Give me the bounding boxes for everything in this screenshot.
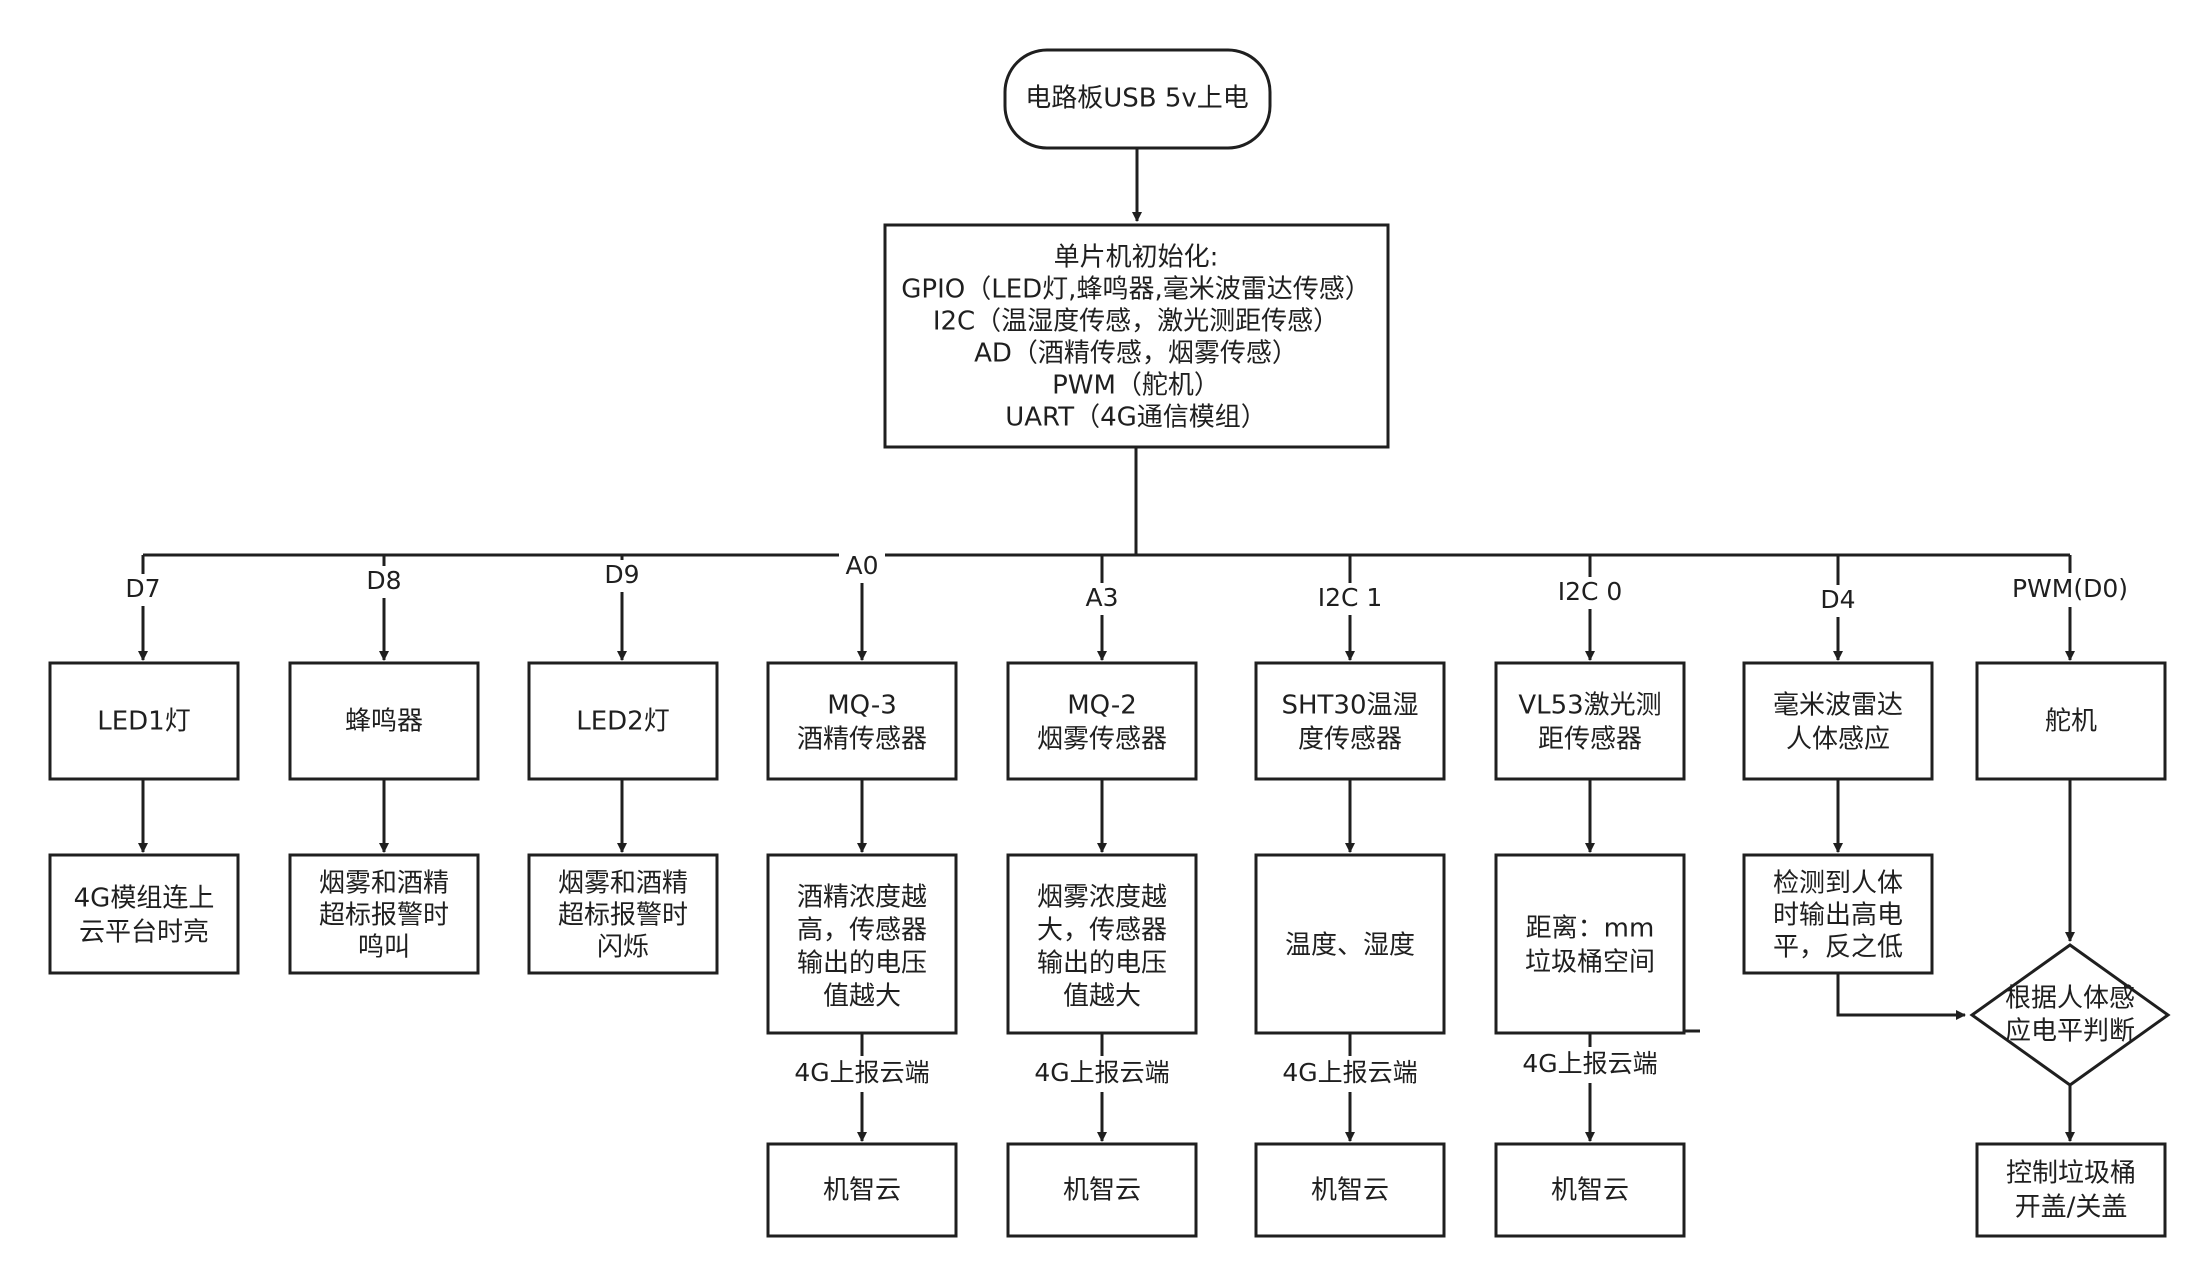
result-line: 4G模组连上 [74, 884, 215, 914]
result-line: 距离：mm [1526, 914, 1655, 944]
report-label: 4G上报云端 [794, 1058, 929, 1087]
cloud-box [1006, 1142, 1198, 1238]
pin-label: D7 [125, 574, 160, 603]
branch-i2c-0: I2C 0 VL53激光测 距传感器 距离：mm 垃圾桶空间 4G上报云端 机智… [1494, 555, 1700, 1238]
result-to-decision-arrow [1836, 973, 1966, 1020]
device-label: LED1灯 [97, 707, 190, 737]
result-line: 烟雾和酒精 [319, 869, 449, 899]
cloud-box [1494, 1142, 1686, 1238]
pin-label: D9 [604, 560, 639, 589]
result-box [48, 853, 240, 975]
result-line: 温度、湿度 [1285, 931, 1415, 961]
cloud-label: 机智云 [1551, 1176, 1629, 1206]
result-line: 检测到人体 [1773, 869, 1903, 899]
result-line: 酒精浓度越 [797, 883, 927, 913]
result-line: 烟雾和酒精 [558, 869, 688, 899]
result-line: 时输出高电 [1773, 901, 1903, 931]
init-node [883, 223, 1390, 449]
cloud-box [766, 1142, 958, 1238]
device-label: 酒精传感器 [797, 725, 927, 755]
result-line: 云平台时亮 [79, 918, 209, 948]
init-line: PWM（舵机） [1052, 371, 1220, 401]
init-line: I2C（温湿度传感，激光测距传感） [933, 307, 1339, 337]
device-label: 人体感应 [1786, 725, 1890, 755]
report-label: 4G上报云端 [1282, 1058, 1417, 1087]
report-label: 4G上报云端 [1034, 1058, 1169, 1087]
result-line: 输出的电压 [1037, 949, 1167, 979]
branch-pwm-d0: PWM(D0) 舵机 根据人体感 应电平判断 控制垃圾桶 开盖/关盖 [1969, 555, 2171, 1238]
device-box [766, 661, 958, 781]
device-label: 毫米波雷达 [1773, 691, 1903, 721]
final-line: 开盖/关盖 [2015, 1193, 2128, 1223]
device-box [1006, 661, 1198, 781]
result-line: 超标报警时 [319, 901, 449, 931]
result-line: 值越大 [823, 982, 901, 1012]
device-box [1975, 661, 2167, 781]
pin-label: PWM(D0) [2012, 574, 2128, 603]
final-box [1975, 1142, 2167, 1238]
result-line: 输出的电压 [797, 949, 927, 979]
device-label: SHT30温湿 [1281, 691, 1418, 721]
device-box [1742, 661, 1934, 781]
result-box [1742, 853, 1934, 975]
pin-label: D4 [1820, 585, 1855, 614]
pin-label: A0 [845, 551, 878, 580]
branch-d4: D4 毫米波雷达 人体感应 检测到人体 时输出高电 平，反之低 [1742, 555, 1966, 1020]
branch-i2c-1: I2C 1 SHT30温湿 度传感器 温度、湿度 4G上报云端 机智云 [1254, 555, 1446, 1238]
result-line: 闪烁 [597, 933, 649, 963]
pin-label: I2C 0 [1558, 577, 1623, 606]
final-line: 控制垃圾桶 [2006, 1159, 2136, 1189]
report-label: 4G上报云端 [1522, 1049, 1657, 1078]
branch-d9: D9 LED2灯 烟雾和酒精 超标报警时 闪烁 [527, 555, 719, 975]
device-box [1254, 661, 1446, 781]
result-box [288, 853, 480, 975]
branch-d8: D8 蜂鸣器 烟雾和酒精 超标报警时 鸣叫 [288, 555, 480, 975]
cloud-label: 机智云 [1311, 1176, 1389, 1206]
device-label: MQ-2 [1067, 691, 1137, 721]
init-line: 单片机初始化: [1054, 243, 1219, 273]
result-line: 垃圾桶空间 [1525, 948, 1655, 978]
pin-label: I2C 1 [1318, 583, 1383, 612]
result-box [527, 853, 719, 975]
pin-label: A3 [1085, 583, 1118, 612]
device-box [1494, 661, 1686, 781]
device-label: MQ-3 [827, 691, 897, 721]
start-node-label: 电路板USB 5v上电 [1025, 84, 1249, 114]
init-line: UART（4G通信模组） [1005, 403, 1267, 433]
result-box [1494, 853, 1686, 1035]
device-label: LED2灯 [576, 707, 669, 737]
decision-diamond [1969, 943, 2171, 1087]
result-line: 烟雾浓度越 [1037, 883, 1167, 913]
device-label: 烟雾传感器 [1037, 725, 1167, 755]
result-line: 高，传感器 [797, 916, 927, 946]
result-line: 值越大 [1063, 982, 1141, 1012]
device-box [527, 661, 719, 781]
branch-d7: D7 LED1灯 4G模组连上 云平台时亮 [48, 555, 240, 975]
device-label: 舵机 [2045, 707, 2097, 737]
result-line: 鸣叫 [358, 933, 410, 963]
result-line: 超标报警时 [558, 901, 688, 931]
branch-a0: A0 MQ-3 酒精传感器 酒精浓度越 高，传感器 输出的电压 值越大 4G上报… [766, 551, 958, 1238]
device-label: VL53激光测 [1518, 691, 1661, 721]
cloud-box [1254, 1142, 1446, 1238]
result-line: 平，反之低 [1773, 933, 1903, 963]
device-label: 蜂鸣器 [345, 707, 423, 737]
device-label: 距传感器 [1538, 725, 1642, 755]
cloud-label: 机智云 [1063, 1176, 1141, 1206]
device-label: 度传感器 [1298, 725, 1402, 755]
init-line: GPIO（LED灯,蜂鸣器,毫米波雷达传感） [901, 275, 1370, 305]
init-node-lines: 单片机初始化: GPIO（LED灯,蜂鸣器,毫米波雷达传感） I2C（温湿度传感… [901, 243, 1370, 433]
result-box [766, 853, 958, 1035]
branch-a3: A3 MQ-2 烟雾传感器 烟雾浓度越 大，传感器 输出的电压 值越大 4G上报… [1006, 555, 1198, 1238]
decision-line: 应电平判断 [2005, 1017, 2135, 1047]
init-line: AD（酒精传感，烟雾传感） [974, 339, 1298, 369]
pin-label: D8 [366, 566, 401, 595]
cloud-label: 机智云 [823, 1176, 901, 1206]
decision-line: 根据人体感 [2005, 984, 2135, 1014]
result-line: 大，传感器 [1037, 916, 1167, 946]
